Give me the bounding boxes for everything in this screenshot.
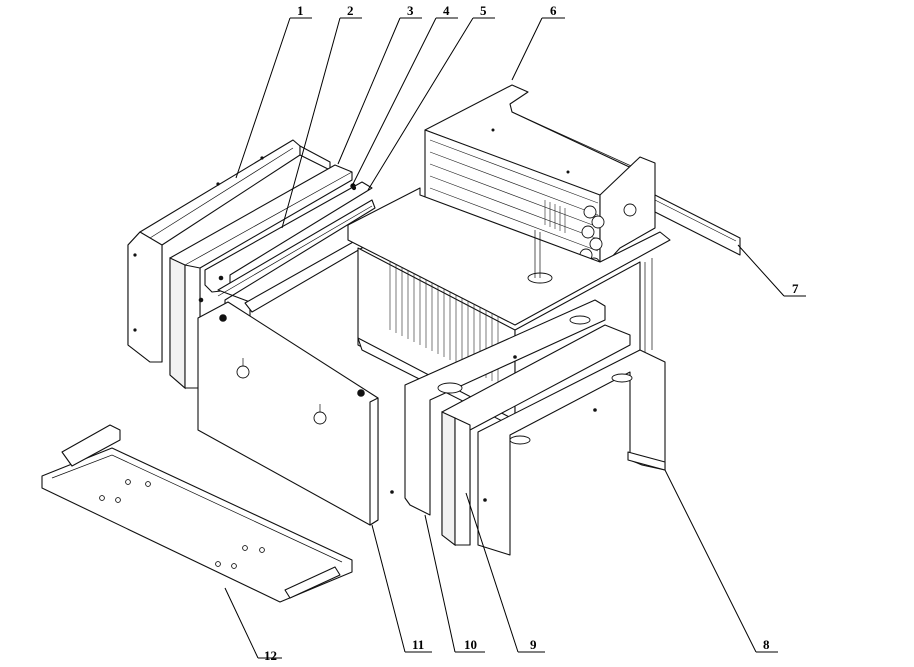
- front-door-panel: [197, 301, 394, 526]
- callout-8: 8: [763, 637, 770, 652]
- callout-2: 2: [347, 3, 354, 18]
- callout-4: 4: [443, 3, 450, 18]
- callout-9: 9: [530, 637, 537, 652]
- leader-lines: [224, 17, 806, 659]
- callout-1: 1: [297, 3, 304, 18]
- side-panel-left: [127, 139, 331, 363]
- right-frame: [477, 349, 666, 556]
- rear-strip: [654, 194, 741, 256]
- right-insulation: [441, 324, 631, 547]
- callout-3: 3: [407, 3, 414, 18]
- left-insulation: [169, 164, 353, 390]
- callout-12: 12: [264, 648, 277, 663]
- callout-11: 11: [412, 637, 424, 652]
- callout-6: 6: [550, 3, 557, 18]
- callout-7: 7: [792, 281, 799, 296]
- callout-10: 10: [464, 637, 477, 652]
- callout-labels: 1 2 3 4 5 6 7 8 9 10 11 12: [264, 3, 799, 663]
- base-plate: [41, 424, 353, 603]
- right-inner-plate: [404, 299, 606, 516]
- callout-5: 5: [480, 3, 487, 18]
- evaporator-coil: [424, 129, 656, 271]
